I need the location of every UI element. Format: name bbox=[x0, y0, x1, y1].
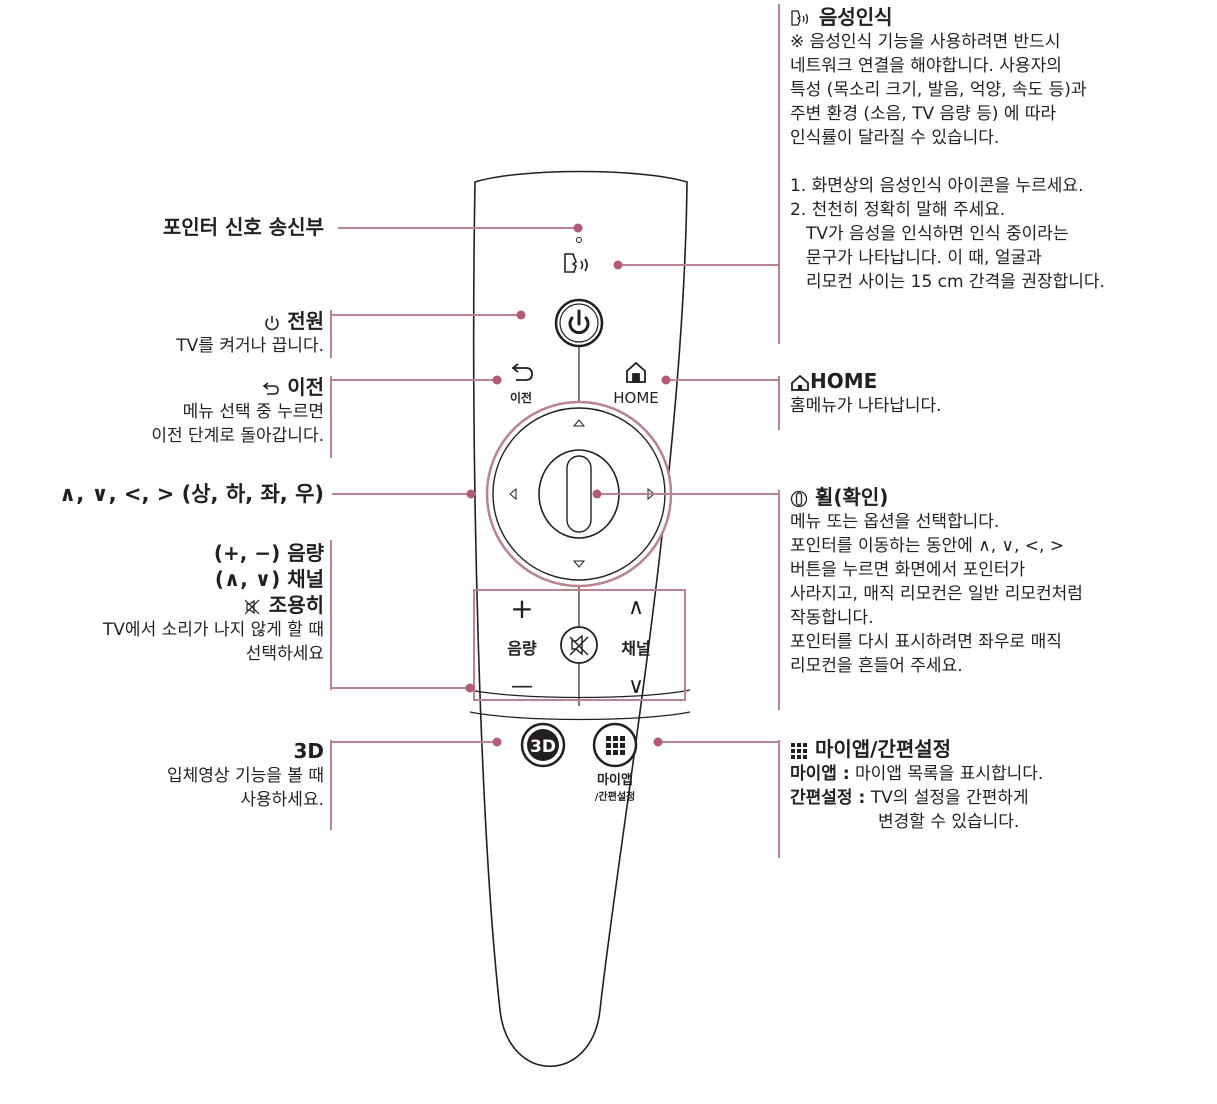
power-callout: 전원 TV를 켜거나 끕니다. bbox=[176, 308, 324, 358]
up-arrow-button[interactable] bbox=[572, 419, 586, 427]
channel-label: 채널 bbox=[621, 639, 650, 658]
home-title-line: HOME bbox=[790, 368, 942, 394]
leader-lines bbox=[332, 227, 779, 743]
back-label: 이전 bbox=[510, 390, 532, 405]
mute-title-line: 조용히 bbox=[103, 592, 324, 618]
channel-up-button[interactable]: ∧ bbox=[628, 595, 644, 620]
volume-minus-button[interactable]: — bbox=[511, 674, 533, 699]
power-title: 전원 bbox=[287, 309, 324, 333]
power-title-line: 전원 bbox=[176, 308, 324, 334]
wheel-title: 휠(확인) bbox=[814, 485, 889, 509]
wheel-desc-6: 포인터를 다시 표시하려면 좌우로 매직 bbox=[790, 632, 1062, 652]
channel-down-button[interactable]: ∨ bbox=[628, 674, 644, 699]
volume-plus-button[interactable]: + bbox=[510, 592, 533, 625]
down-arrow-button[interactable] bbox=[572, 560, 586, 568]
mute-icon bbox=[244, 599, 260, 614]
wheel-desc-1: 메뉴 또는 옵션을 선택합니다. bbox=[790, 512, 1000, 532]
svg-text:3D: 3D bbox=[530, 737, 556, 757]
voice-step-4: 문구가 나타납니다. 이 때, 얼굴과 bbox=[806, 248, 1042, 268]
vol-ch-group bbox=[473, 589, 686, 701]
power-desc: TV를 켜거나 끕니다. bbox=[176, 336, 324, 356]
voice-step-2: 2. 천천히 정확히 말해 주세요. bbox=[790, 200, 1006, 220]
home-desc: 홈메뉴가 나타납니다. bbox=[790, 396, 942, 416]
myapp-title-line: 마이앱/간편설정 bbox=[790, 736, 1043, 762]
back-title: 이전 bbox=[287, 375, 324, 399]
left-arrow-button[interactable] bbox=[509, 487, 517, 501]
myapp-button[interactable] bbox=[592, 722, 638, 768]
wheel-callout: 휠(확인) 메뉴 또는 옵션을 선택합니다. 포인터를 이동하는 동안에 ∧, … bbox=[790, 484, 1083, 678]
3d-desc-2: 사용하세요. bbox=[240, 790, 324, 810]
myapp-title: 마이앱/간편설정 bbox=[814, 737, 952, 761]
home-callout: HOME 홈메뉴가 나타납니다. bbox=[790, 368, 942, 418]
wheel-desc-5: 작동합니다. bbox=[790, 608, 874, 628]
volume-title-1: (+, −) 음량 bbox=[213, 541, 324, 565]
voice-step-5: 리모컨 사이는 15 cm 간격을 권장합니다. bbox=[806, 272, 1105, 292]
volume-desc-2: 선택하세요 bbox=[245, 644, 324, 664]
voice-note-2: 네트워크 연결을 해야합니다. 사용자의 bbox=[790, 56, 1062, 76]
mute-title: 조용히 bbox=[268, 593, 324, 617]
quickset-desc-1: TV의 설정을 간편하게 bbox=[870, 788, 1029, 808]
back-desc-1: 메뉴 선택 중 누르면 bbox=[182, 402, 324, 422]
remote-outline bbox=[472, 170, 688, 1068]
pointer-tx-title: 포인터 신호 송신부 bbox=[162, 215, 324, 239]
home-title: HOME bbox=[810, 369, 878, 393]
wheel-button[interactable] bbox=[538, 449, 620, 539]
volume-title-2: (∧, ∨) 채널 bbox=[214, 567, 324, 591]
voice-note-3: 특성 (목소리 크기, 발음, 억양, 속도 등)과 bbox=[790, 80, 1087, 100]
wheel-desc-4: 사라지고, 매직 리모컨은 일반 리모컨처럼 bbox=[790, 584, 1083, 604]
power-button[interactable] bbox=[554, 298, 604, 348]
3d-callout: 3D 입체영상 기능을 볼 때 사용하세요. bbox=[167, 738, 324, 812]
volume-callout: (+, −) 음량 (∧, ∨) 채널 조용히 TV에서 소리가 나지 않게 할… bbox=[103, 540, 324, 666]
myapp-callout: 마이앱/간편설정 마이앱 : 마이앱 목록을 표시합니다. 간편설정 : TV의… bbox=[790, 736, 1043, 834]
mute-button[interactable] bbox=[560, 626, 598, 664]
back-desc-2: 이전 단계로 돌아갑니다. bbox=[151, 426, 324, 446]
myapp-label: 마이앱 bbox=[597, 772, 633, 788]
3d-title: 3D bbox=[293, 739, 324, 763]
wheel-desc-7: 리모컨을 흔들어 주세요. bbox=[790, 656, 963, 676]
back-callout: 이전 메뉴 선택 중 누르면 이전 단계로 돌아갑니다. bbox=[151, 374, 324, 448]
arrows-title: ∧, ∨, <, > (상, 하, 좌, 우) bbox=[59, 482, 324, 506]
wheel-desc-3: 버튼을 누르면 화면에서 포인터가 bbox=[790, 560, 1026, 580]
back-arrow-icon bbox=[262, 381, 280, 395]
volume-desc-1: TV에서 소리가 나지 않게 할 때 bbox=[102, 620, 324, 640]
voice-note-4: 주변 환경 (소음, TV 음량 등) 에 따라 bbox=[790, 104, 1057, 124]
voice-icon-small bbox=[791, 9, 809, 26]
voice-title: 음성인식 bbox=[818, 5, 893, 29]
callout-dots bbox=[465, 223, 671, 747]
back-title-line: 이전 bbox=[151, 374, 324, 400]
voice-step-1: 1. 화면상의 음성인식 아이콘을 누르세요. bbox=[790, 176, 1084, 196]
voice-title-line: 음성인식 bbox=[790, 4, 1105, 30]
home-button[interactable] bbox=[626, 361, 646, 383]
myapp-term: 마이앱 : bbox=[790, 764, 850, 784]
voice-note-5: 인식률이 달라질 수 있습니다. bbox=[790, 128, 1000, 148]
voice-note-1: ※ 음성인식 기능을 사용하려면 반드시 bbox=[790, 32, 1061, 52]
pointer-window bbox=[576, 237, 582, 243]
home-label: HOME bbox=[613, 389, 659, 407]
back-button[interactable] bbox=[511, 363, 533, 381]
wheel-desc-2: 포인터를 이동하는 동안에 ∧, ∨, <, > bbox=[790, 536, 1065, 556]
quickset-label: /간편설정 bbox=[595, 790, 635, 803]
power-icon bbox=[265, 315, 279, 330]
volume-label: 음량 bbox=[507, 639, 537, 658]
wheel-icon bbox=[790, 490, 808, 507]
grid-icon bbox=[791, 742, 807, 759]
voice-icon bbox=[564, 253, 588, 273]
home-icon bbox=[791, 374, 809, 391]
wheel-title-line: 휠(확인) bbox=[790, 484, 1083, 510]
quickset-term: 간편설정 : bbox=[790, 788, 866, 808]
3d-button[interactable]: 3D bbox=[520, 722, 566, 768]
voice-callout: 음성인식 ※ 음성인식 기능을 사용하려면 반드시 네트워크 연결을 해야합니다… bbox=[790, 4, 1105, 294]
myapp-desc: 마이앱 목록을 표시합니다. bbox=[855, 764, 1044, 784]
quickset-desc-2: 변경할 수 있습니다. bbox=[878, 812, 1020, 832]
3d-desc-1: 입체영상 기능을 볼 때 bbox=[167, 766, 324, 786]
voice-step-3: TV가 음성을 인식하면 인식 중이라는 bbox=[806, 224, 1069, 244]
